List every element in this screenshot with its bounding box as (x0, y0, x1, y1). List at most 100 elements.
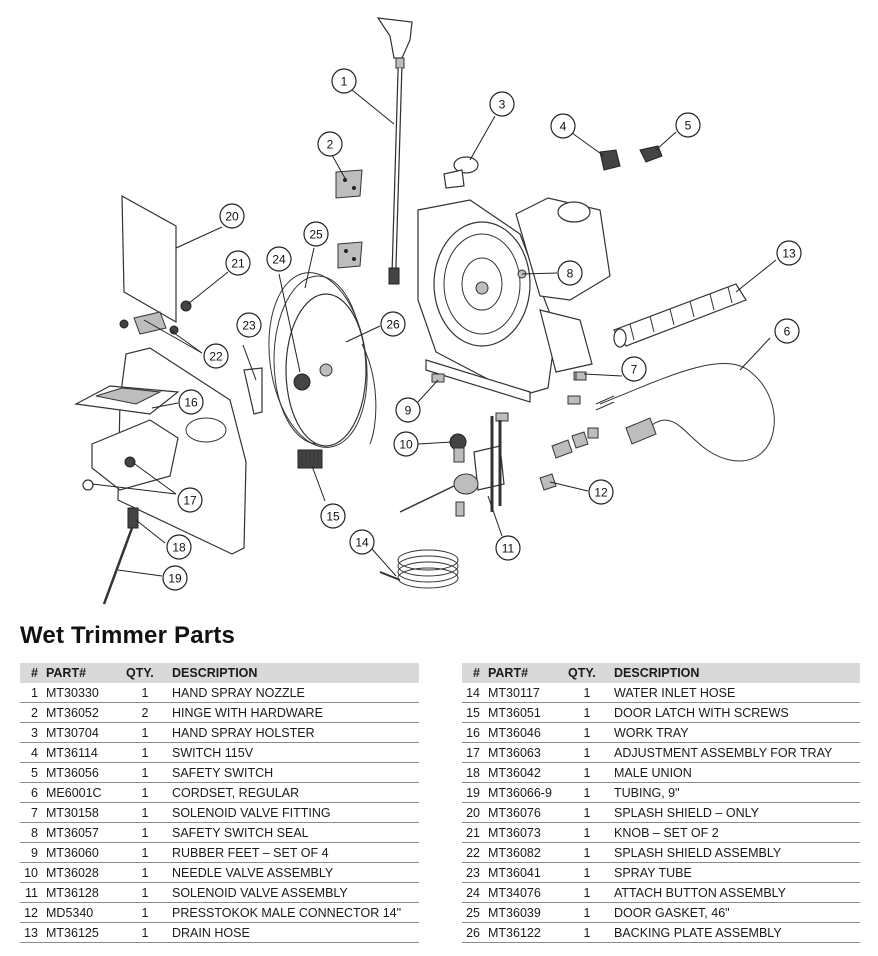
part-description: HAND SPRAY NOZZLE (168, 683, 419, 703)
part-number: MT36125 (42, 922, 122, 943)
header-part: PART# (42, 663, 122, 683)
part-male-connector (539, 473, 557, 491)
part-hinge (335, 169, 363, 269)
callout-number: 9 (405, 404, 412, 418)
callout-number: 11 (502, 542, 515, 556)
callout-18: 18 (166, 534, 192, 560)
callout-23: 23 (236, 312, 262, 338)
part-quantity: 1 (564, 722, 610, 743)
part-number: MT30117 (484, 683, 564, 703)
callout-3: 3 (489, 91, 515, 117)
callout-circle (380, 311, 406, 337)
part-description: DOOR LATCH WITH SCREWS (610, 702, 860, 723)
part-number-index: 2 (20, 702, 42, 723)
part-safety-switch (639, 145, 663, 163)
part-quantity: 1 (122, 922, 168, 943)
part-number: MT36063 (484, 742, 564, 763)
callout-circle (236, 312, 262, 338)
callout-circle (162, 565, 188, 591)
callout-circle (550, 113, 576, 139)
header-num: # (462, 663, 484, 683)
part-number: MT36042 (484, 762, 564, 783)
callout-11: 11 (495, 535, 521, 561)
part-splash-shield (119, 194, 192, 335)
callout-number: 16 (184, 396, 198, 410)
part-quantity: 1 (122, 902, 168, 923)
part-solenoid-valve-assembly (399, 416, 505, 517)
part-number-index: 15 (462, 702, 484, 723)
part-quantity: 1 (564, 762, 610, 783)
part-main-housing (417, 197, 611, 403)
callout-circle (317, 131, 343, 157)
part-number-index: 24 (462, 882, 484, 903)
part-description: ATTACH BUTTON ASSEMBLY (610, 882, 860, 903)
callout-22: 22 (203, 343, 229, 369)
part-number: MT36052 (42, 702, 122, 723)
callout-number: 20 (225, 210, 239, 224)
callout-1: 1 (331, 68, 357, 94)
part-description: SOLENOID VALVE FITTING (168, 802, 419, 823)
callout-number: 4 (560, 120, 567, 134)
part-number-index: 9 (20, 842, 42, 863)
part-number: MT36122 (484, 922, 564, 943)
part-number: MT30330 (42, 683, 122, 703)
part-number-index: 23 (462, 862, 484, 883)
part-quantity: 1 (122, 882, 168, 903)
callout-13: 13 (776, 240, 802, 266)
callout-number: 17 (183, 494, 197, 508)
part-description: SAFETY SWITCH SEAL (168, 822, 419, 843)
part-number: MT36073 (484, 822, 564, 843)
part-description: SPRAY TUBE (610, 862, 860, 883)
part-number-index: 21 (462, 822, 484, 843)
part-number: MT30704 (42, 722, 122, 743)
part-male-union (127, 507, 139, 529)
part-number-index: 12 (20, 902, 42, 923)
callout-circle (225, 250, 251, 276)
part-description: CORDSET, REGULAR (168, 782, 419, 803)
table-header-row: # PART# QTY. DESCRIPTION (20, 663, 419, 683)
callout-circle (588, 479, 614, 505)
part-number: MT36066-9 (484, 782, 564, 803)
callout-circle (178, 389, 204, 415)
part-quantity: 1 (564, 922, 610, 943)
part-quantity: 1 (564, 742, 610, 763)
callout-circle (320, 503, 346, 529)
callout-number: 1 (341, 75, 348, 89)
header-part: PART# (484, 663, 564, 683)
callout-number: 5 (685, 119, 692, 133)
callout-2: 2 (317, 131, 343, 157)
table-header-row: # PART# QTY. DESCRIPTION (462, 663, 860, 683)
part-number-index: 14 (462, 683, 484, 703)
part-number-index: 10 (20, 862, 42, 883)
callout-circle (219, 203, 245, 229)
part-quantity: 2 (122, 702, 168, 723)
part-description: HINGE WITH HARDWARE (168, 702, 419, 723)
part-number-index: 8 (20, 822, 42, 843)
part-number-index: 6 (20, 782, 42, 803)
callout-26: 26 (380, 311, 406, 337)
part-quantity: 1 (122, 782, 168, 803)
callout-17: 17 (177, 487, 203, 513)
callout-circle (177, 487, 203, 513)
part-number: MT36082 (484, 842, 564, 863)
callout-circle (776, 240, 802, 266)
part-number-index: 1 (20, 683, 42, 703)
callout-circle (393, 431, 419, 457)
callout-circle (349, 529, 375, 555)
part-quantity: 1 (564, 902, 610, 923)
callout-21: 21 (225, 250, 251, 276)
part-hand-spray-holster (443, 156, 479, 189)
part-number: MT36076 (484, 802, 564, 823)
part-solenoid-valve-fitting (551, 371, 599, 459)
